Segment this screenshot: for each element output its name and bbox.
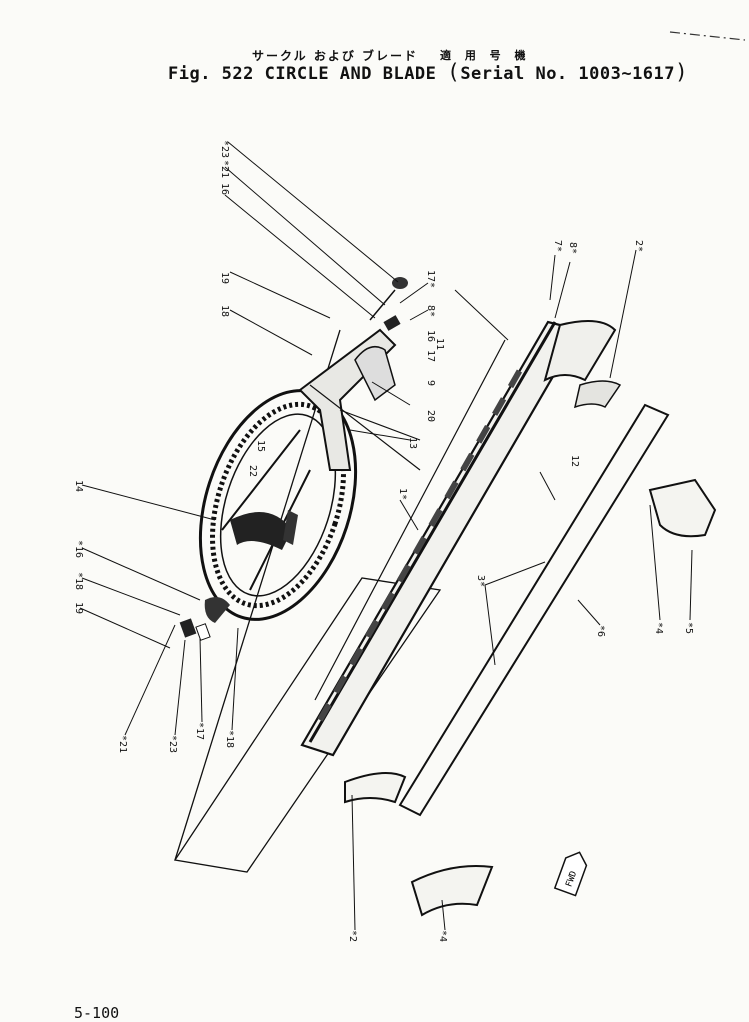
japanese-title: サークル および ブレード <box>252 49 418 63</box>
end-bit-bottom <box>344 772 407 804</box>
callout-16-top: 16 <box>219 183 230 195</box>
shim-block <box>179 618 197 638</box>
callout-14: 14 <box>73 480 84 492</box>
moldboard <box>300 320 582 757</box>
blade-plane-outline <box>173 577 442 873</box>
end-bit-bottom-large <box>410 865 494 917</box>
callout-8-top: 8* <box>567 242 578 254</box>
callout-17-mid: 17 <box>425 350 436 362</box>
figure-name: CIRCLE AND BLADE <box>264 64 437 84</box>
page-number: 5-100 <box>74 1004 120 1022</box>
end-bit-small <box>573 380 622 409</box>
callout-9: 9 <box>425 380 436 386</box>
callout-17-bottom: *17 <box>194 722 205 740</box>
figure-number: Fig. 522 <box>168 64 254 84</box>
end-bit-right <box>648 478 717 538</box>
callout-labels: *23 *21 16 19 18 17* 8* 7* 8* 2* 16 11 1… <box>73 140 694 942</box>
callout-13: 13 <box>407 437 418 449</box>
figure-title: Fig. 522 CIRCLE AND BLADE (Serial No. 10… <box>168 60 688 84</box>
shim-bracket <box>204 596 230 623</box>
fwd-arrow-badge: FWD <box>553 851 588 897</box>
close-paren: ) <box>675 60 689 84</box>
callout-23-top: *23 <box>219 140 230 158</box>
open-paren: ( <box>447 60 461 84</box>
shim-plate <box>195 623 211 641</box>
callout-21-bottom: *21 <box>117 735 128 753</box>
callout-19-left: 19 <box>73 602 84 614</box>
scan-mark <box>669 31 746 41</box>
callout-22: 22 <box>247 465 258 477</box>
callout-18-left: *18 <box>73 572 84 590</box>
callout-17-top: 17* <box>425 270 436 288</box>
callout-21-top: *21 <box>219 160 230 178</box>
callout-16-left: *16 <box>73 540 84 558</box>
callout-8-mid: 8* <box>425 305 436 317</box>
callout-6: *6 <box>595 625 606 637</box>
callout-2-bottom: *2 <box>347 930 358 942</box>
callout-12: 12 <box>569 455 580 467</box>
callout-1: 1* <box>397 488 408 500</box>
callout-2-top: 2* <box>633 240 644 252</box>
callout-15: 15 <box>255 440 266 452</box>
cutting-edge <box>398 403 670 817</box>
callout-20: 20 <box>425 410 436 422</box>
serial-range: Serial No. 1003~1617 <box>460 64 676 84</box>
callout-23-bottom: *23 <box>167 735 178 753</box>
leader-lines <box>79 141 693 931</box>
callout-4-right: *4 <box>653 622 664 634</box>
callout-5: *5 <box>683 622 694 634</box>
callout-18-top: 18 <box>219 305 230 317</box>
callout-16-mid: 16 <box>425 330 436 342</box>
callout-18-bottom: *18 <box>224 730 235 748</box>
callout-3: 3* <box>475 575 486 587</box>
callout-7-top: 7* <box>552 240 563 252</box>
callout-19-top: 19 <box>219 272 230 284</box>
callout-4-bottom: *4 <box>437 930 448 942</box>
japanese-serial-label: 適 用 号 機 <box>440 49 531 62</box>
circle-gear <box>198 389 358 621</box>
callout-11: 11 <box>434 338 445 350</box>
end-bit-top <box>543 320 617 382</box>
